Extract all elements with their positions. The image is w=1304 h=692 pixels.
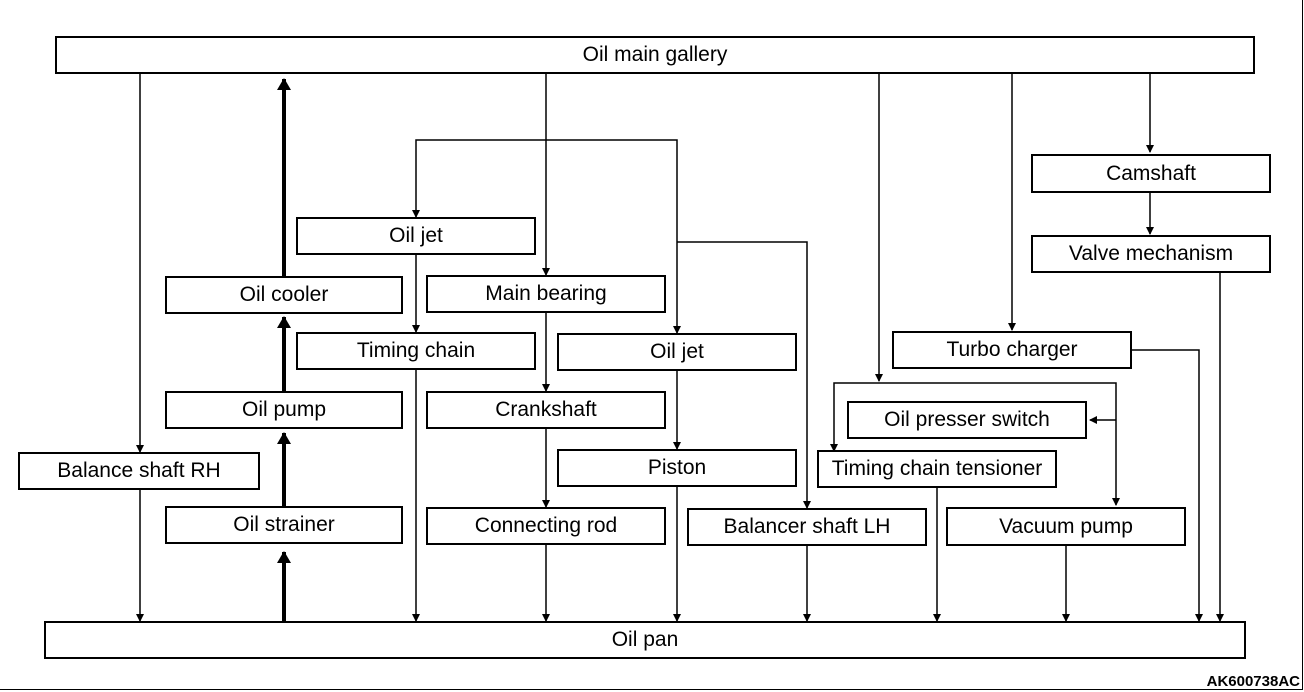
timing-chain-box: Timing chain	[296, 332, 536, 370]
oil-cooler-label: Oil cooler	[239, 283, 329, 306]
valve-mechanism-label: Valve mechanism	[1068, 242, 1234, 265]
oil-jet-box-1: Oil jet	[296, 217, 536, 255]
connecting-rod-box: Connecting rod	[426, 507, 666, 545]
vacuum-pump-label: Vacuum pump	[999, 514, 1133, 538]
main-bearing-box: Main bearing	[426, 275, 666, 313]
camshaft-box: Camshaft	[1031, 154, 1271, 193]
arrow-to-vacuum-pump	[879, 382, 1120, 506]
oil-cooler-box: Oil cooler	[165, 276, 403, 314]
oil-pan-box: Oil pan	[44, 621, 1246, 659]
connecting-rod-label: Connecting rod	[474, 514, 618, 537]
turbo-charger-label: Turbo charger	[946, 338, 1078, 361]
oil-presser-switch-box: Oil presser switch	[847, 401, 1087, 439]
oil-strainer-label: Oil strainer	[233, 513, 335, 536]
balance-shaft-rh-label: Balance shaft RH	[57, 459, 221, 482]
turbo-charger-box: Turbo charger	[892, 331, 1132, 369]
timing-chain-tensioner-box: Timing chain tensioner	[817, 450, 1057, 488]
valve-mechanism-box: Valve mechanism	[1031, 235, 1271, 273]
crankshaft-label: Crankshaft	[495, 398, 597, 421]
oil-jet-label-2: Oil jet	[650, 340, 704, 363]
oil-pump-box: Oil pump	[165, 391, 403, 429]
camshaft-label: Camshaft	[1106, 161, 1196, 185]
main-bearing-label: Main bearing	[485, 282, 607, 305]
balancer-shaft-lh-box: Balancer shaft LH	[687, 508, 927, 546]
arrow-to-oil-jet-1	[412, 139, 546, 218]
balance-shaft-rh-box: Balance shaft RH	[18, 452, 260, 490]
oil-strainer-box: Oil strainer	[165, 506, 403, 544]
vacuum-pump-box: Vacuum pump	[946, 507, 1186, 546]
arrow-turbo-to-pan	[1132, 349, 1203, 622]
piston-label: Piston	[647, 456, 707, 479]
oil-pan-label: Oil pan	[611, 628, 679, 651]
arrow-to-balancer-lh	[677, 241, 811, 509]
oil-jet-box-2: Oil jet	[557, 333, 797, 371]
timing-chain-label: Timing chain	[356, 339, 476, 362]
figure-code: AK600738AC	[1206, 673, 1300, 690]
arrow-to-tensioner	[830, 382, 879, 452]
oil-main-gallery-label: Oil main gallery	[582, 43, 728, 66]
timing-chain-tensioner-label: Timing chain tensioner	[831, 457, 1043, 480]
oil-pump-label: Oil pump	[241, 398, 327, 421]
arrow-to-oil-jet-2	[546, 139, 681, 334]
balancer-shaft-lh-label: Balancer shaft LH	[723, 515, 891, 538]
crankshaft-box: Crankshaft	[426, 391, 666, 429]
oil-main-gallery-box: Oil main gallery	[55, 36, 1255, 74]
piston-box: Piston	[557, 449, 797, 487]
oil-presser-switch-label: Oil presser switch	[884, 408, 1050, 431]
oil-jet-label-1: Oil jet	[389, 224, 443, 247]
